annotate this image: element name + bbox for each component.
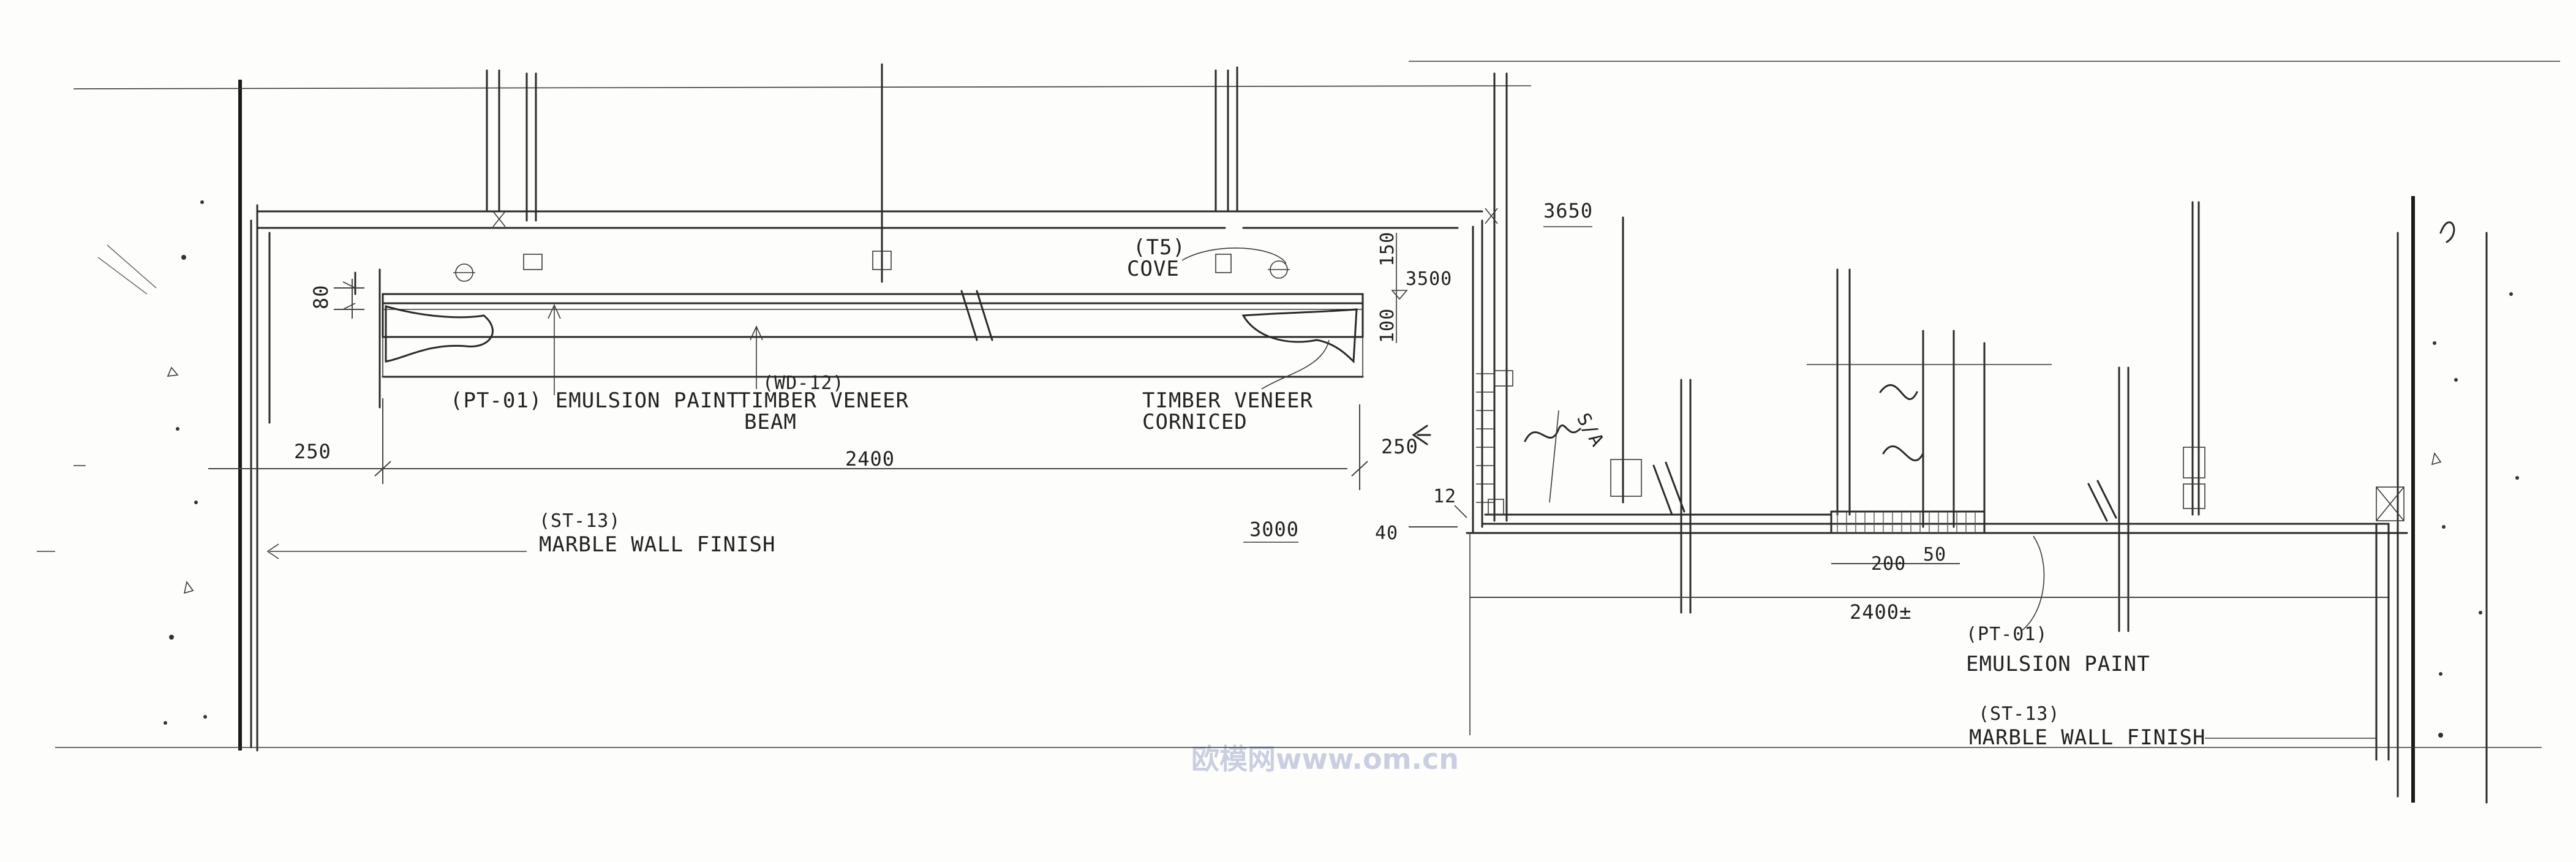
timber-veneer-beam — [382, 290, 1364, 395]
right-ceiling: 200 50 2400± — [1470, 201, 2389, 632]
right-wall — [2375, 196, 2519, 804]
watermark: 欧模网www.om.cn — [1191, 743, 1459, 776]
dim-250-left: 250 — [294, 440, 331, 463]
emulsion-paint-left-label: (PT-01) EMULSION PAINT — [450, 388, 739, 413]
light-slot — [1830, 384, 1986, 534]
dim-2400-main: 2400 — [845, 447, 895, 471]
timber-veneer-beam-label-1: TIMBER VENEER — [738, 388, 909, 413]
emulsion-right-code: (PT-01) — [1966, 624, 2047, 645]
cornice-left — [385, 305, 494, 363]
dim-80-label: 80 — [309, 284, 333, 309]
timber-cornice-label-2: CORNICED — [1142, 410, 1248, 434]
dim-250-right: 250 — [1381, 435, 1418, 458]
left-ceiling — [256, 63, 1508, 522]
dim-chain-left: 250 2400 250 — [208, 398, 1431, 490]
dim-80: 80 — [309, 279, 364, 319]
dim-2400-right: 2400± — [1850, 600, 1911, 624]
concrete-hatch-left — [97, 200, 207, 725]
level-3500: 3500 — [1406, 268, 1452, 290]
dim-100: 100 — [1377, 308, 1398, 343]
dim-12: 12 — [1433, 486, 1456, 507]
marble-right-code: (ST-13) — [1978, 703, 2060, 725]
marble-right-label: MARBLE WALL FINISH — [1969, 725, 2205, 750]
cornice-right — [1241, 308, 1358, 364]
timber-veneer-beam-label-2: BEAM — [744, 410, 797, 434]
emulsion-right-label: EMULSION PAINT — [1966, 652, 2150, 676]
dim-200: 200 — [1871, 553, 1906, 575]
level-3650: 3650 — [1543, 199, 1593, 222]
marble-left-label: MARBLE WALL FINISH — [539, 532, 775, 557]
left-wall — [37, 80, 258, 752]
timber-cornice-label-1: TIMBER VENEER — [1142, 388, 1313, 413]
bulkhead-frame-ticks — [1476, 370, 1513, 515]
dim-40: 40 — [1375, 523, 1398, 544]
dim-50: 50 — [1923, 544, 1946, 565]
dim-150: 150 — [1377, 232, 1398, 267]
cove-code: (T5) — [1133, 235, 1186, 260]
bulkhead-step: S/A 3650 3500 150 100 3000 40 12 — [1243, 199, 2408, 544]
concrete-hatch-right — [2431, 292, 2519, 738]
level-3000: 3000 — [1249, 518, 1299, 541]
marble-left-code: (ST-13) — [539, 510, 620, 532]
timber-veneer-code: (WD-12) — [763, 372, 844, 394]
cove-label: COVE — [1127, 257, 1180, 281]
